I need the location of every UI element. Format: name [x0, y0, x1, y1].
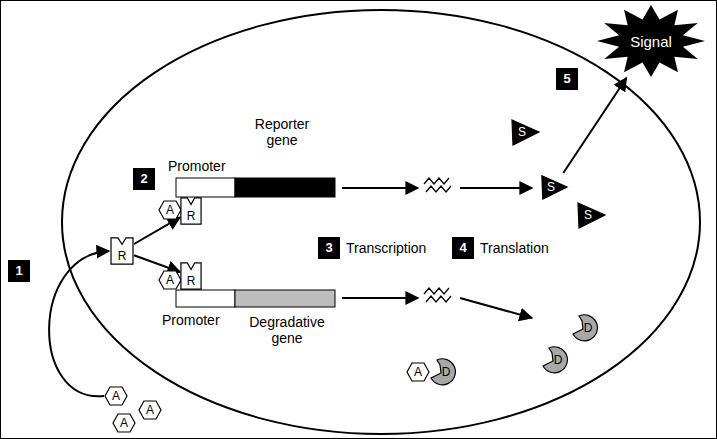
node-text: R [187, 275, 196, 288]
part-label: Degradative gene [243, 314, 331, 346]
ligand-hexagon: A [138, 400, 162, 420]
node-text: D [584, 322, 593, 335]
transcription-arrow [342, 187, 418, 189]
receptor-shape: R [110, 237, 134, 265]
callout-number: 4 [452, 237, 474, 259]
connector-arrow [134, 217, 180, 244]
callout-number: 1 [8, 260, 30, 282]
receptor-shape: R [180, 262, 202, 290]
signal-protein-triangle: S [540, 173, 568, 201]
part-label: Translation [480, 240, 549, 256]
node-text: Signal [630, 33, 672, 50]
node-text: A [112, 390, 120, 403]
degradative-enzyme: D [428, 357, 458, 387]
part-label: Promoter [162, 312, 220, 328]
translation-arrow [460, 187, 532, 189]
mrna-squiggle [424, 288, 451, 302]
receptor-shape: R [180, 197, 202, 225]
node-text: R [187, 210, 196, 223]
part-label: Reporter gene [246, 116, 318, 148]
ligand-hexagon: A [104, 386, 128, 406]
signal-protein-triangle: S [576, 200, 606, 230]
degradative-gene-box [235, 290, 335, 307]
callout-number: 3 [318, 237, 340, 259]
ligand-hexagon: A [112, 413, 136, 433]
node-text: A [166, 204, 174, 217]
part-label: Promoter [168, 158, 226, 174]
connector-arrow [49, 251, 109, 396]
node-text: D [554, 354, 563, 367]
connector-arrow [134, 255, 180, 272]
ligand-hexagon: A [406, 362, 430, 382]
node-text: S [584, 209, 592, 222]
promoter-box [176, 290, 235, 307]
signal-burst: Signal [596, 4, 706, 78]
node-text: A [414, 366, 422, 379]
node-text: A [166, 274, 174, 287]
transcription-arrow [342, 297, 418, 299]
ligand-hexagon: A [158, 270, 182, 290]
signal-protein-triangle: S [510, 117, 540, 147]
degradative-enzyme: D [570, 313, 600, 343]
mrna-squiggle [424, 178, 451, 192]
node-text: A [146, 404, 154, 417]
node-text: D [442, 366, 451, 379]
part-label: Transcription [346, 240, 426, 256]
connector-arrow [563, 78, 626, 173]
ligand-hexagon: A [158, 200, 182, 220]
cell-membrane [62, 10, 700, 434]
callout-number: 5 [556, 68, 578, 90]
degradative-enzyme: D [540, 345, 570, 375]
node-text: R [118, 250, 127, 263]
node-text: A [120, 417, 128, 430]
node-text: S [547, 181, 555, 194]
translation-arrow [460, 298, 532, 318]
reporter-gene-box [235, 178, 335, 197]
node-text: S [518, 126, 526, 139]
promoter-box [176, 178, 235, 197]
callout-number: 2 [133, 168, 155, 190]
